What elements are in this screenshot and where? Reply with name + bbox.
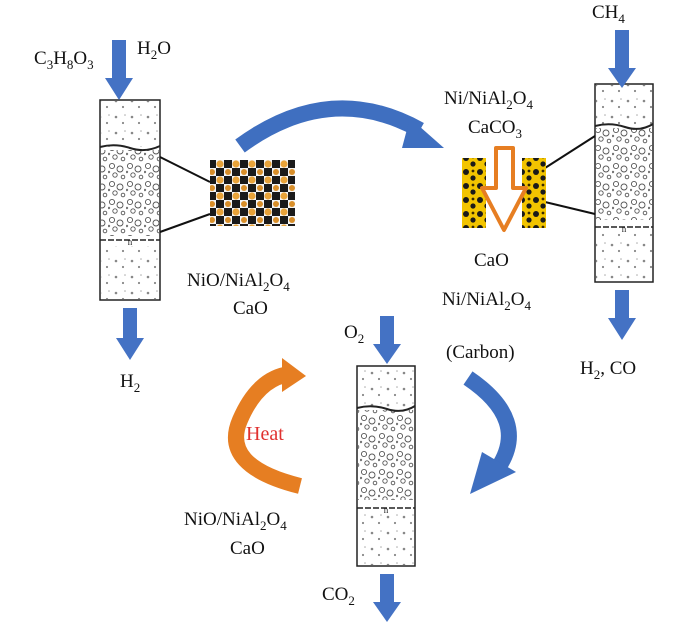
carbon-label: (Carbon) [446,342,515,363]
reactor-1: n [99,99,161,301]
solid-composition-label: NiO/NiAl2O4 [187,270,290,294]
outlet-arrow [116,308,144,360]
cao-label: CaO [233,298,268,319]
reactor-2: n [594,83,654,283]
svg-text:n: n [622,224,627,234]
solid-composition-label: NiO/NiAl2O4 [184,509,287,533]
co2-product-label: CO2 [322,584,355,608]
heat-cycle-arrow [228,358,306,494]
fuel-label: C3H8O3 [34,48,94,72]
catalyst-label: Ni/NiAl2O4 [442,289,532,313]
inlet-arrow [105,40,133,100]
svg-text:n: n [384,505,389,515]
outlet-arrow [608,290,636,340]
heat-label: Heat [246,423,284,445]
cao-label: CaO [230,538,265,559]
inlet-arrow [608,30,636,88]
cao-label: CaO [474,250,509,271]
catalyst-label: Ni/NiAl2O4 [444,88,534,112]
methane-label: CH4 [592,2,625,26]
svg-text:n: n [128,237,133,247]
connector-line [159,156,211,183]
oxygen-label: O2 [344,322,364,346]
h2-product-label: H2 [120,371,140,395]
outlet-arrow [373,574,401,622]
water-label: H2O [137,38,171,62]
carbonated-particles-icon [522,158,546,228]
transfer-arrow [235,100,444,153]
syngas-product-label: H2, CO [580,358,636,382]
reactor-3: n [356,365,416,567]
decarbonation-arrow [480,146,528,232]
nio-particles-icon [210,160,295,226]
connector-line [544,135,596,169]
inlet-arrow [373,316,401,364]
connector-line [159,213,211,233]
carbonated-particles-icon [462,158,486,228]
transfer-arrow [463,371,517,494]
caco3-label: CaCO3 [468,117,522,141]
connector-line [544,201,596,215]
